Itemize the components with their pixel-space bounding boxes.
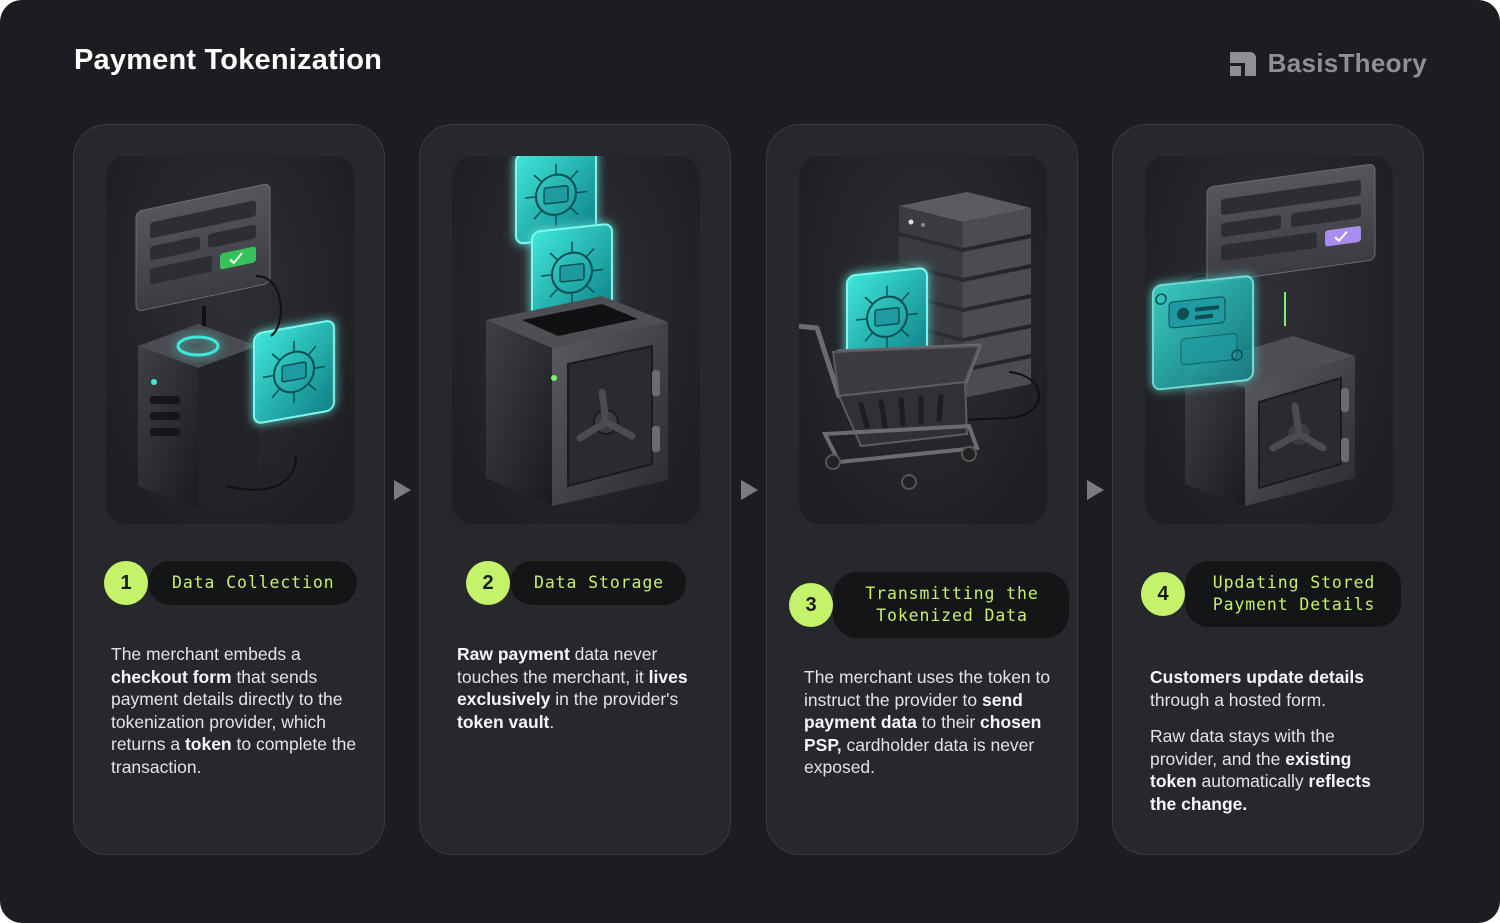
step-number-badge: 2 (466, 561, 510, 605)
body-text: The merchant embeds a (111, 644, 301, 664)
emphasis-text: token vault (457, 711, 550, 732)
step-card-1: 1 Data Collection The merchant embeds a … (73, 124, 385, 855)
step-description-1: The merchant embeds a checkout form that… (111, 643, 361, 792)
step-number-badge: 3 (789, 583, 833, 627)
step-title: Updating Stored Payment Details (1185, 561, 1401, 627)
token-vault-safe-icon (452, 156, 700, 524)
brand-logo-icon (1229, 52, 1256, 76)
emphasis-text: Customers update details (1150, 667, 1364, 687)
brand-name: BasisTheory (1267, 47, 1427, 78)
body-text: data never touches the merchant, it (457, 644, 658, 687)
step-heading-4: 4 Updating Stored Payment Details (1141, 561, 1401, 627)
step-number-badge: 4 (1141, 572, 1185, 616)
step-description-4: Customers update details through a hoste… (1150, 666, 1400, 829)
body-text: . (549, 711, 555, 732)
step-title: Data Collection (148, 561, 357, 605)
body-text: automatically (1196, 771, 1309, 791)
step-description-3: The merchant uses the token to instruct … (804, 666, 1054, 793)
emphasis-text: existing token (1150, 748, 1352, 792)
emphasis-text: checkout form (111, 666, 232, 687)
body-text: that sends payment details directly to t… (111, 666, 343, 755)
step-title: Data Storage (510, 561, 687, 605)
body-text: to complete the transaction. (111, 734, 357, 777)
checkout-form-terminal-icon (106, 156, 354, 524)
step-heading-2: 2 Data Storage (466, 561, 687, 605)
brand-logo: BasisTheory (1228, 46, 1427, 80)
step-card-2: 2 Data Storage Raw payment data never to… (419, 124, 731, 855)
emphasis-text: token (184, 734, 232, 754)
step-title: Transmitting the Tokenized Data (833, 572, 1069, 638)
body-text: cardholder data is never exposed. (804, 734, 1035, 778)
step-number-badge: 1 (104, 561, 148, 605)
body-text: The merchant uses the token to instruct … (804, 667, 1051, 710)
step-heading-1: 1 Data Collection (104, 561, 357, 605)
hosted-form-vault-icon (1145, 156, 1393, 524)
page-title: Payment Tokenization (74, 44, 383, 76)
emphasis-text: chosen PSP, (804, 712, 1042, 755)
body-text: in the provider's (550, 689, 679, 709)
body-text: through a hosted form. (1150, 689, 1327, 710)
flow-arrow-icon (1087, 480, 1104, 500)
flow-arrow-icon (394, 480, 411, 500)
step-card-3: 3 Transmitting the Tokenized Data The me… (766, 124, 1078, 855)
emphasis-text: Raw payment (457, 644, 570, 664)
emphasis-text: lives exclusively (457, 666, 688, 710)
emphasis-text: send payment data (804, 689, 1023, 733)
body-text: to their (916, 712, 981, 732)
shopping-cart-server-icon (799, 156, 1047, 524)
step-heading-3: 3 Transmitting the Tokenized Data (789, 572, 1069, 638)
body-text: Raw data stays with the provider, and th… (1150, 726, 1335, 769)
emphasis-text: reflects the change. (1150, 771, 1371, 814)
flow-arrow-icon (741, 480, 758, 500)
step-card-4: 4 Updating Stored Payment Details Custom… (1112, 124, 1424, 855)
step-description-2: Raw payment data never touches the merch… (457, 643, 707, 747)
